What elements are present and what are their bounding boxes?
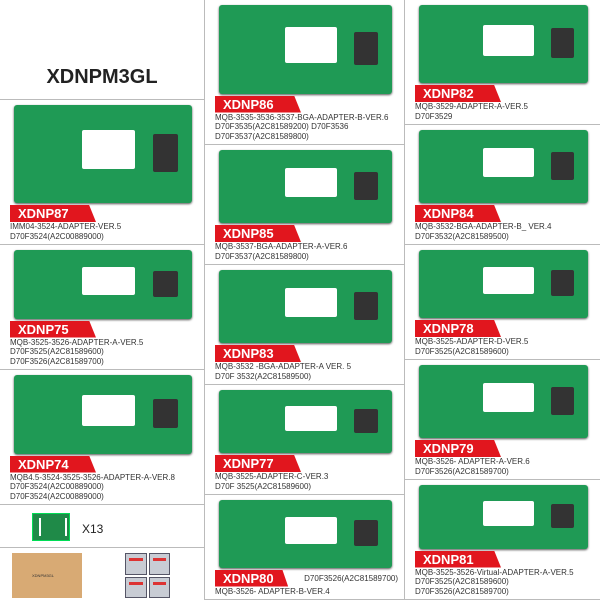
- adapter-spec-line: MQB-3532-BGA-ADAPTER-B_ VER.4: [415, 222, 552, 231]
- adapter-label: XDNP74: [10, 455, 96, 473]
- adapter-spec-line: MQB-3537-BGA-ADAPTER-A-VER.6: [215, 242, 348, 251]
- adapter-spec-line: D70F3525(A2C81589600): [415, 346, 509, 356]
- adapter-board-image: [219, 500, 392, 568]
- adapter-label: XDNP83: [215, 345, 301, 362]
- adapter-spec-line: D70F 3525(A2C81589600): [215, 481, 312, 491]
- adapter-board-image: [219, 270, 392, 343]
- adapter-label: XDNP81: [415, 550, 501, 568]
- socket-board-image: [32, 513, 70, 541]
- adapter-board-image: [219, 150, 392, 223]
- socket-boards-quantity: X13: [0, 505, 205, 548]
- adapter-spec-line: D70F3525(A2C81589600): [415, 577, 509, 586]
- adapter-label: XDNP80: [215, 569, 289, 587]
- adapter-board-image: [419, 365, 588, 438]
- adapter-label: XDNP79: [415, 440, 501, 457]
- adapter-board-image: [14, 250, 192, 319]
- adapter-spec-line: D70F3529: [415, 111, 453, 121]
- adapter-spec-line: D70F3526(A2C81589700): [415, 586, 509, 596]
- adapter-spec-line: MQB-3525-3526-Virtual-ADAPTER-A-VER.5: [415, 567, 574, 577]
- adapter-spec-line: MQB-3526- ADAPTER-B-VER.4: [215, 586, 330, 596]
- adapter-label: XDNP78: [415, 320, 501, 337]
- adapter-label: XDNP84: [415, 205, 501, 222]
- adapter-spec-line: D70F3535(A2C81589200) D70F3536: [215, 122, 349, 131]
- adapter-spec-line: MQB-3525-ADAPTER-C-VER.3: [215, 472, 329, 481]
- adapter-spec-line: D70F3524(A2C00889000): [10, 231, 104, 241]
- adapter-spec-line: MQB4.5-3524-3525-3526-ADAPTER-A-VER.8: [10, 472, 175, 482]
- storage-cases-image: [125, 553, 170, 598]
- adapter-spec-line: D70F3532(A2C81589500): [415, 231, 509, 241]
- adapter-board-image: [219, 390, 392, 453]
- adapter-spec-line: MQB-3525-ADAPTER-D-VER.5: [415, 337, 529, 346]
- adapter-spec-line: D70F 3532(A2C81589500): [215, 371, 312, 381]
- adapter-label: XDNP82: [415, 85, 501, 102]
- adapter-board-image: [14, 105, 192, 203]
- adapter-spec-line: MQB-3526- ADAPTER-A-VER.6: [415, 457, 530, 466]
- adapter-spec-line: D70F3524(A2C00889000): [10, 491, 104, 501]
- adapter-spec-line: D70F3537(A2C81589800): [215, 131, 309, 141]
- adapter-board-image: [419, 130, 588, 203]
- adapter-label: XDNP86: [215, 95, 301, 113]
- adapter-spec-line: MQB-3529-ADAPTER-A-VER.5: [415, 102, 528, 111]
- adapter-board-image: [14, 375, 192, 454]
- adapter-spec-line: D70F3537(A2C81589800): [215, 251, 309, 261]
- adapter-spec-line: D70F3526(A2C81589700): [415, 466, 509, 476]
- adapter-label: XDNP77: [215, 455, 301, 472]
- adapter-spec-line: D70F3526(A2C81589700): [10, 356, 104, 366]
- adapter-board-image: [419, 250, 588, 318]
- adapter-spec-line: D70F3525(A2C81589600): [10, 347, 104, 356]
- adapter-spec-line: D70F3524(A2C00889000): [10, 482, 104, 491]
- adapter-spec-line: MQB-3535-3536-3537-BGA-ADAPTER-B-VER.6: [215, 112, 389, 122]
- adapter-board-image: [219, 5, 392, 94]
- adapter-board-image: [419, 485, 588, 549]
- adapter-board-image: [419, 5, 588, 83]
- packaging: XDNPM3GL: [0, 548, 205, 600]
- adapter-label: XDNP75: [10, 320, 96, 338]
- quantity-label: X13: [82, 522, 104, 536]
- product-title: XDNPM3GL: [0, 0, 205, 100]
- adapter-card-xdnp80: XDNP80 D70F3526(A2C81589700) MQB-3526- ADA…: [205, 495, 405, 600]
- cardboard-box-image: XDNPM3GL: [12, 553, 82, 598]
- adapter-label: XDNP87: [10, 205, 96, 222]
- chip-id: D70F3526(A2C81589700): [304, 573, 398, 583]
- adapter-label: XDNP85: [215, 225, 301, 242]
- adapter-spec-line: IMM04-3524-ADAPTER-VER.5: [10, 222, 122, 231]
- adapter-spec-line: MQB-3525-3526-ADAPTER-A-VER.5: [10, 337, 144, 347]
- adapter-spec-line: MQB-3532 -BGA-ADAPTER-A VER. 5: [215, 362, 352, 371]
- box-brand-text: XDNPM3GL: [32, 573, 55, 578]
